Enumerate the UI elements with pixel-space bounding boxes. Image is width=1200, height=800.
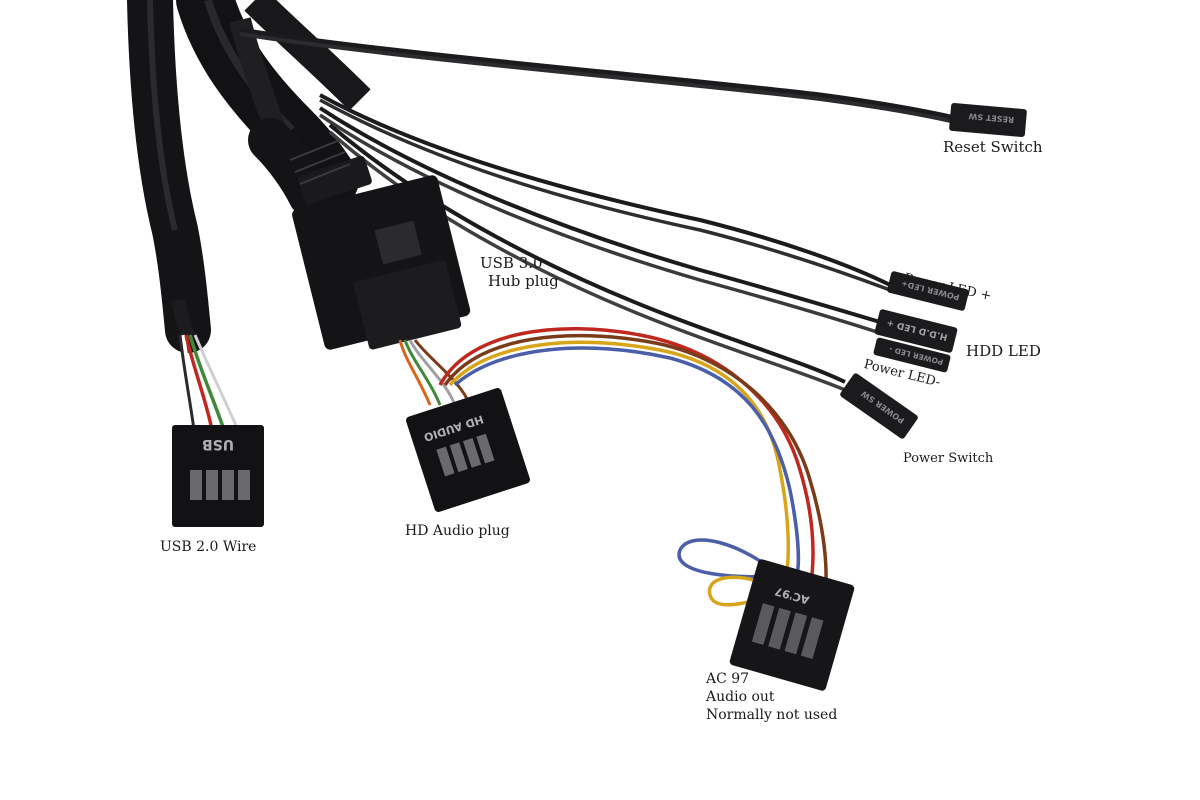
power-switch-label: Power Switch (903, 451, 994, 466)
hd-audio-wires (398, 339, 472, 406)
reset-switch-wire: RESET SW (239, 27, 1027, 138)
reset-switch-connector (949, 102, 1027, 138)
usb3-label-line1: USB 3.0 (480, 254, 543, 272)
usb2-wire (171, 298, 240, 431)
usb3-label-line2: Hub plug (488, 272, 559, 290)
reset-switch-label: Reset Switch (943, 138, 1043, 156)
usb2-connector: USB (172, 425, 264, 527)
reset-sw-print: RESET SW (968, 111, 1014, 124)
hdd-led-label: HDD LED (966, 342, 1041, 360)
usb-print: USB (202, 436, 234, 452)
power-led-plus-connector: POWER LED+ (887, 271, 969, 311)
ac97-label-line2: Audio out (706, 689, 775, 705)
usb2-wire-label: USB 2.0 Wire (160, 539, 257, 555)
hd-audio-connector: HD AUDIO (406, 388, 530, 512)
ac97-connector: AC'97 (729, 559, 855, 691)
hd-audio-plug-label: HD Audio plug (405, 523, 510, 539)
ac97-label-line3: Normally not used (706, 707, 838, 723)
usb3-hub-plug (248, 118, 471, 350)
ac97-wires (438, 327, 828, 607)
ac97-label-line1: AC 97 (706, 671, 750, 687)
